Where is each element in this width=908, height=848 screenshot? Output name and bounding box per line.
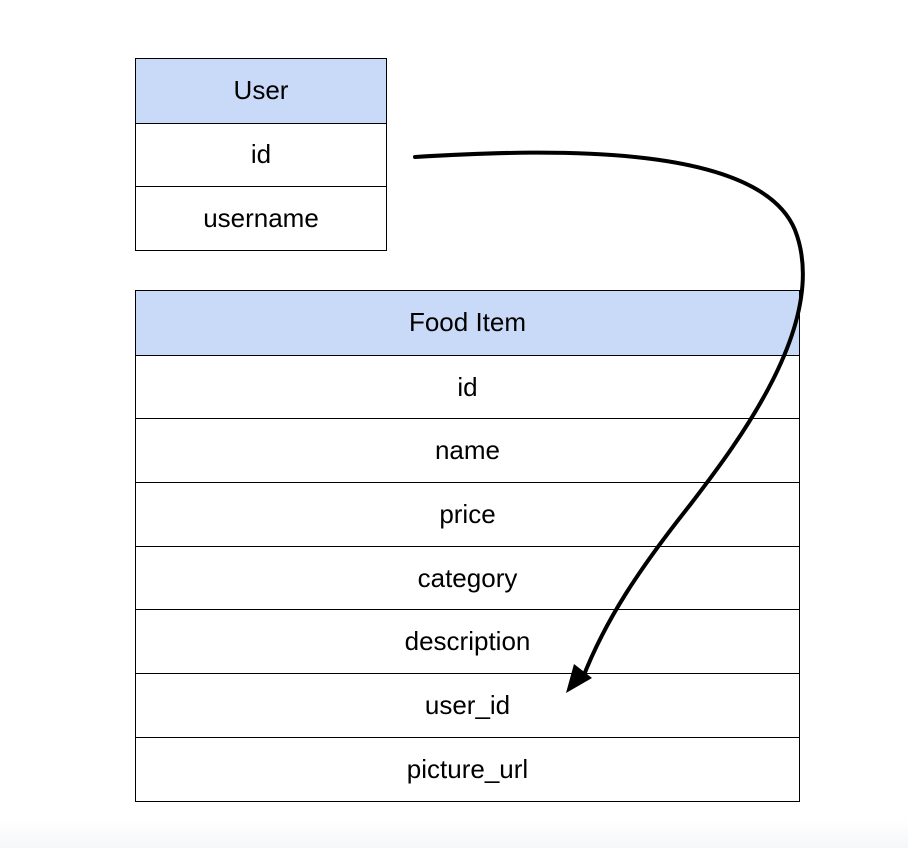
food-field-category: category — [136, 545, 799, 610]
bottom-shading — [0, 818, 908, 848]
user-field-id: id — [136, 122, 386, 187]
food-field-description: description — [136, 609, 799, 673]
food-field-price: price — [136, 482, 799, 546]
food-item-table-header: Food Item — [136, 291, 799, 355]
food-field-name: name — [136, 418, 799, 482]
food-field-picture-url: picture_url — [136, 736, 799, 801]
user-field-username: username — [136, 186, 386, 250]
user-table-header: User — [136, 59, 386, 123]
food-field-user-id: user_id — [136, 673, 799, 737]
food-item-entity-table: Food Item id name price category descrip… — [135, 290, 800, 802]
user-entity-table: User id username — [135, 58, 387, 251]
food-field-id: id — [136, 354, 799, 419]
